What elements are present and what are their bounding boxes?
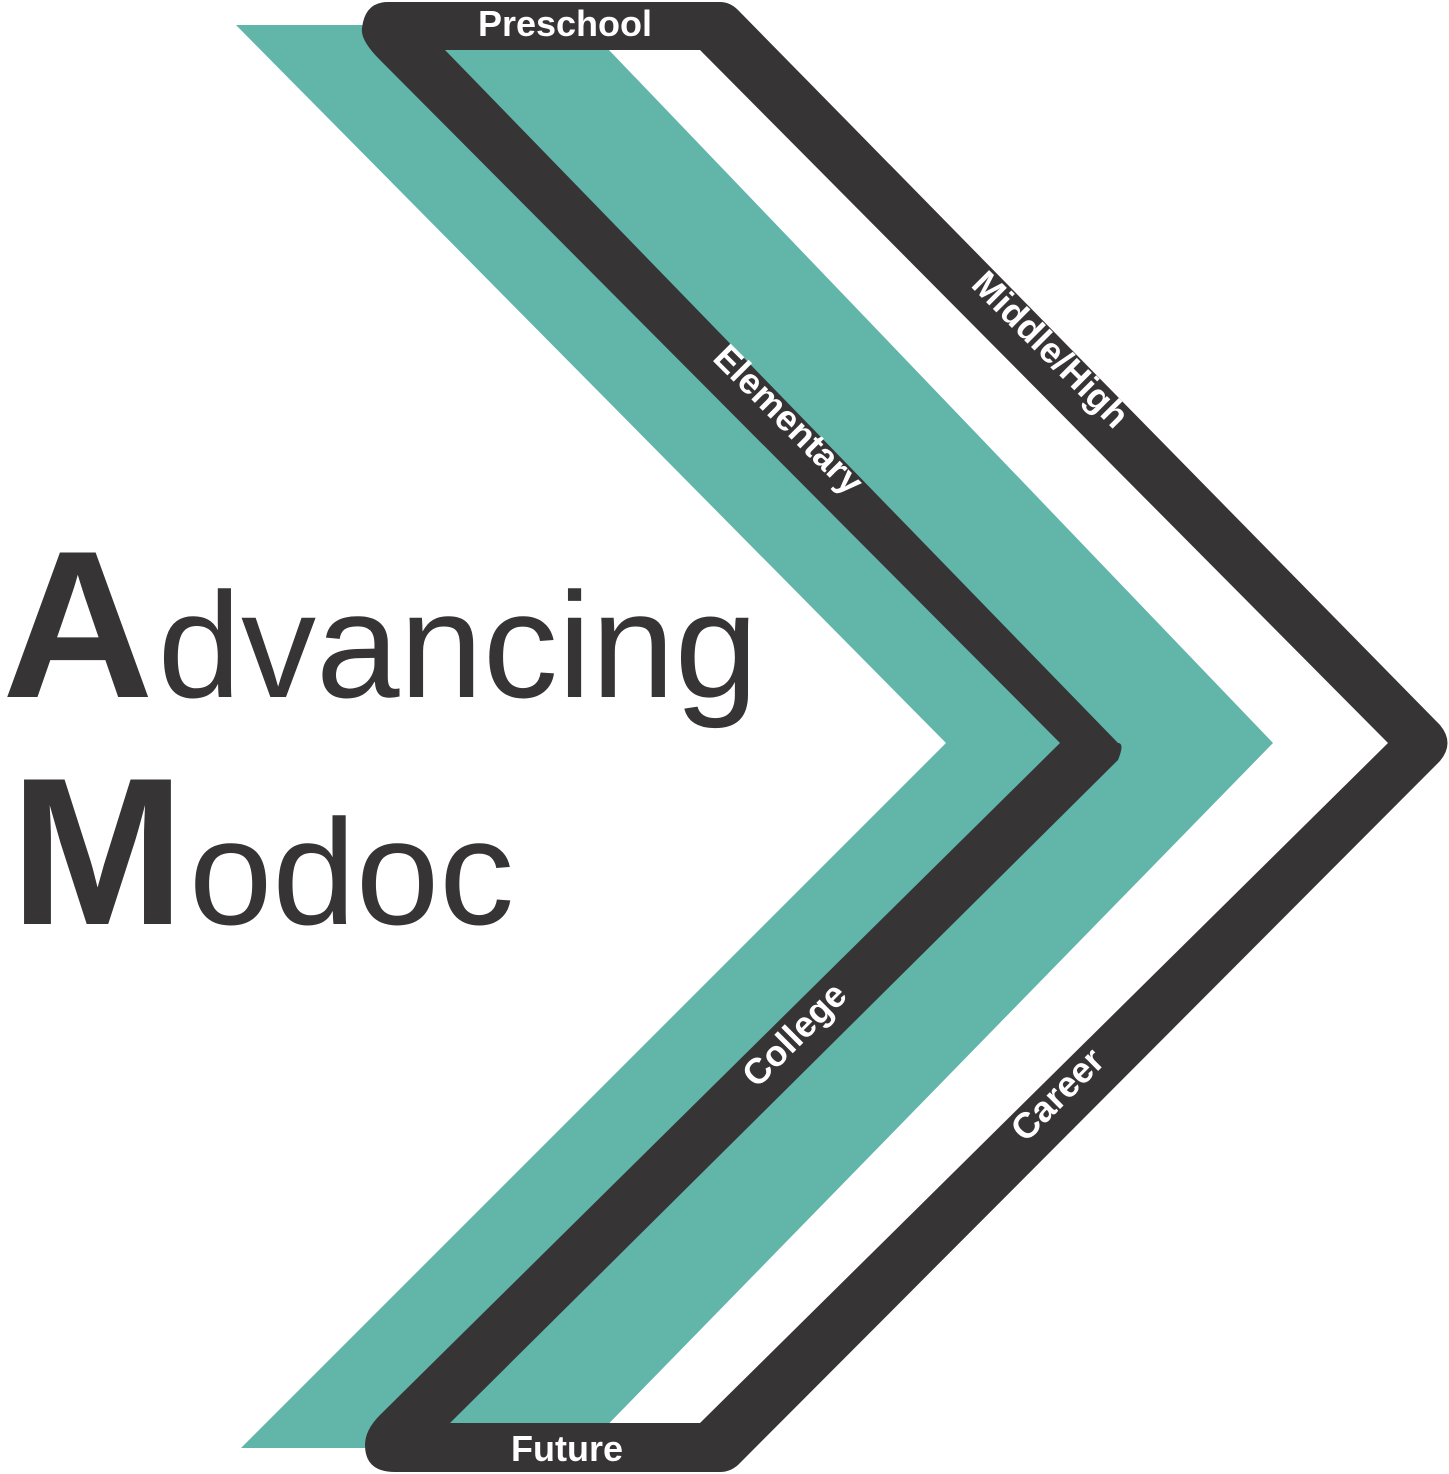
title-initial-m: M bbox=[10, 734, 185, 969]
title-initial-a: A bbox=[2, 507, 154, 742]
title-rest-odoc: odoc bbox=[189, 788, 514, 956]
label-middle-high: Middle/High bbox=[964, 263, 1137, 436]
dark-chevron-frame bbox=[361, 2, 1448, 1472]
label-future: Future bbox=[511, 1428, 623, 1469]
title-line-1: Advancing bbox=[2, 507, 758, 742]
label-preschool: Preschool bbox=[478, 3, 652, 44]
teal-chevron-band bbox=[236, 25, 1273, 1448]
title-rest-dvancing: dvancing bbox=[158, 561, 758, 729]
title-line-2: Modoc bbox=[10, 734, 514, 969]
